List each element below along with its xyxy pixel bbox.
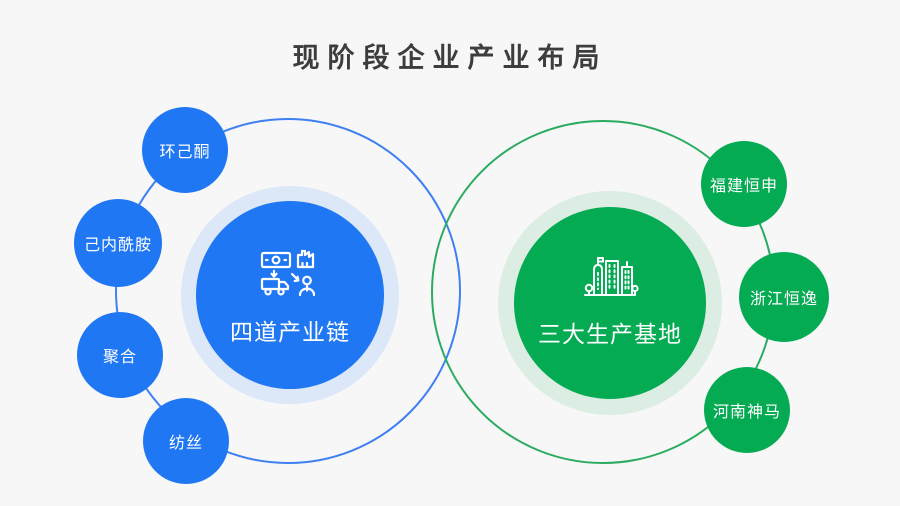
industry-chain-label: 四道产业链	[230, 319, 350, 345]
satellite-spinning: 纺丝	[143, 398, 229, 484]
satellite-label: 河南神马	[712, 404, 781, 421]
satellite-zhejiang-hengyi: 浙江恒逸	[739, 252, 829, 342]
satellite-label: 福建恒申	[709, 178, 778, 195]
satellite-label: 己内酰胺	[83, 237, 152, 254]
city-buildings-icon	[584, 257, 639, 296]
satellite-fujian-hengshen: 福建恒申	[701, 141, 787, 227]
satellite-polymerization: 聚合	[77, 312, 163, 398]
industry-chain-icon	[260, 249, 316, 297]
satellite-cyclohexanone: 环己酮	[142, 107, 228, 193]
industry-chain-halo: 四道产业链	[181, 186, 399, 404]
satellite-label: 环己酮	[159, 144, 211, 161]
satellite-caprolactam: 己内酰胺	[74, 199, 162, 287]
satellite-label: 浙江恒逸	[749, 291, 818, 308]
page-title: 现阶段企业产业布局	[292, 43, 608, 73]
industry-chain-circle: 四道产业链	[196, 201, 384, 389]
satellite-label: 纺丝	[168, 435, 203, 452]
production-bases-label: 三大生产基地	[538, 321, 682, 347]
production-bases-circle: 三大生产基地	[514, 207, 706, 399]
production-bases-halo: 三大生产基地	[498, 191, 722, 415]
satellite-label: 聚合	[102, 349, 137, 366]
satellite-henan-shenma: 河南神马	[704, 367, 790, 453]
